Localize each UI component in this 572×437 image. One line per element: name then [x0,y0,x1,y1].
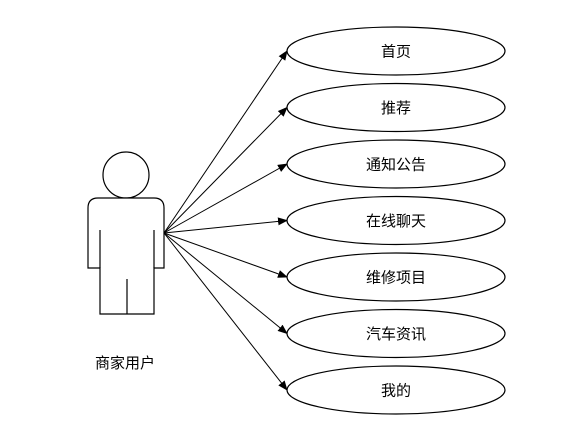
use-case-recommend: 推荐 [286,82,506,133]
use-case-chat: 在线聊天 [286,195,506,246]
use-case-ellipse [286,195,506,246]
use-case-label: 在线聊天 [366,212,426,230]
use-case-label: 我的 [381,382,411,400]
use-case-label: 推荐 [381,99,411,117]
truncated-top-text [0,0,250,3]
use-case-notice: 通知公告 [286,139,506,189]
association-arrows [163,50,288,391]
actor-head [102,151,150,199]
use-case-mine: 我的 [286,365,506,415]
use-case-home: 首页 [286,26,506,76]
use-case-car-news: 汽车资讯 [286,308,506,359]
use-case-ellipse [286,82,506,133]
use-case-ellipse [286,139,506,189]
use-case-ellipse [286,26,506,76]
actor-label: 商家用户 [95,354,155,372]
use-case-label: 汽车资讯 [366,325,426,343]
association-arrow-repair [163,232,288,278]
use-case-label: 维修项目 [366,269,426,287]
use-case-ellipse [286,252,506,302]
association-arrow-chat [163,217,288,234]
use-case-ellipse [286,308,506,359]
association-arrow-recommend [163,106,288,234]
association-arrow-home [163,50,288,234]
actor-figure [87,151,165,315]
use-case-repair: 维修项目 [286,252,506,302]
use-case-label: 通知公告 [366,156,426,174]
actor-body [87,197,165,315]
use-case-ellipse [286,365,506,415]
association-arrow-car-news [163,232,288,335]
association-arrow-notice [163,163,288,234]
association-arrow-mine [163,232,288,391]
use-case-label: 首页 [381,43,411,61]
